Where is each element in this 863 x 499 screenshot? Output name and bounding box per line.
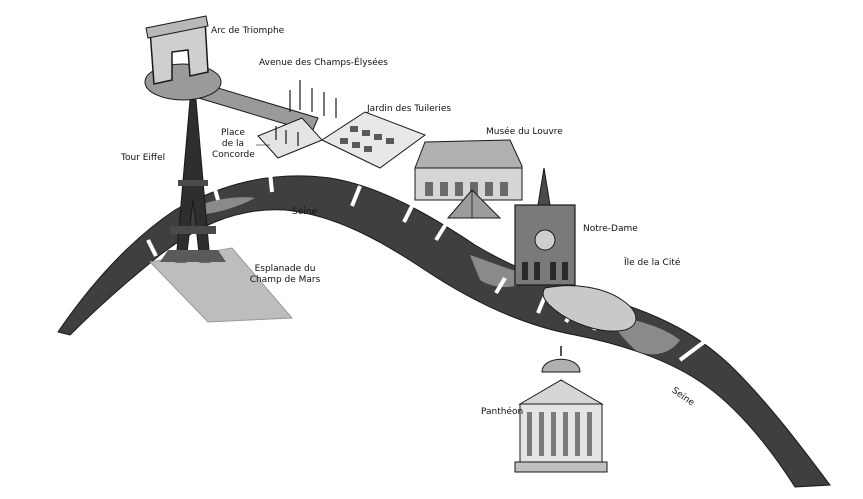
musee-du-louvre <box>414 139 523 219</box>
tour-eiffel <box>160 99 226 263</box>
label-arc-de-triomphe: Arc de Triomphe <box>211 26 285 36</box>
label-place-de-la-concorde: Place de la Concorde <box>212 128 255 161</box>
label-notre-dame: Notre-Dame <box>583 224 638 234</box>
label-tour-eiffel: Tour Eiffel <box>121 153 166 163</box>
label-musee-du-louvre: Musée du Louvre <box>486 127 563 137</box>
label-concorde-line-3: Concorde <box>212 150 255 160</box>
jardin-des-tuileries <box>320 111 427 169</box>
label-pantheon: Panthéon <box>481 407 524 417</box>
ile-de-la-cite <box>542 285 637 332</box>
place-de-la-concorde <box>257 80 337 159</box>
notre-dame <box>514 167 576 286</box>
arc-de-triomphe <box>144 15 222 101</box>
seine-river <box>57 171 831 488</box>
label-esplanade-line-2: Champ de Mars <box>249 275 321 285</box>
label-concorde-line-1: Place <box>221 128 245 138</box>
label-jardin-des-tuileries: Jardin des Tuileries <box>367 104 452 114</box>
label-champs-elysees: Avenue des Champs-Élysées <box>259 58 388 68</box>
label-ile-de-la-cite: Île de la Cité <box>624 258 681 268</box>
label-concorde-line-2: de la <box>221 139 245 149</box>
label-champ-de-mars: Esplanade du Champ de Mars <box>240 264 330 286</box>
pantheon <box>514 346 608 473</box>
label-esplanade-line-1: Esplanade du <box>254 264 316 274</box>
label-seine-west: Seine <box>292 207 317 217</box>
